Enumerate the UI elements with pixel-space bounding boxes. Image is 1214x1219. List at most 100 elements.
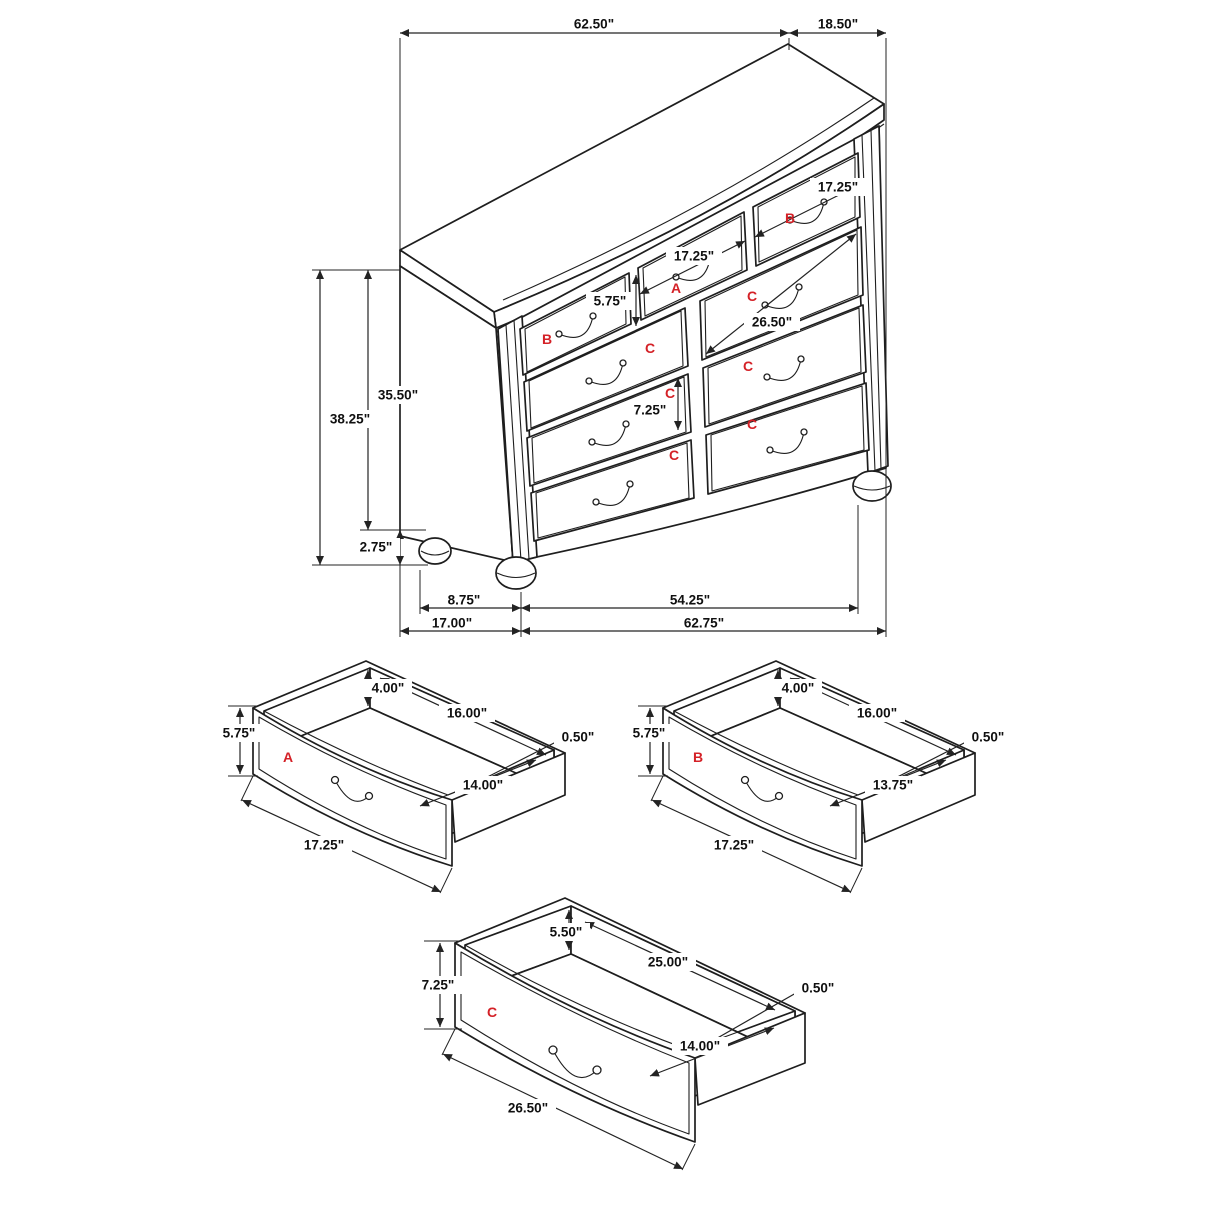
drawer-front-bead [528, 310, 684, 429]
dim-wall-thickness: 0.50" [972, 730, 1005, 745]
handle-rosette-icon [774, 791, 784, 801]
dim-top-width: 62.50" [574, 17, 614, 32]
dim-text-backdrop [215, 724, 263, 742]
dim-text-backdrop [455, 776, 511, 794]
dresser-back-left-foot [418, 537, 452, 565]
dim-front-height: 5.75" [633, 726, 666, 741]
dim-text-backdrop [542, 923, 590, 941]
drawer-front [530, 439, 695, 542]
drawer-type-label-b: B [693, 749, 703, 765]
dim-front-height: 7.25" [422, 978, 455, 993]
dim-wall-thickness: 0.50" [802, 981, 835, 996]
handle-rosette-icon [588, 438, 596, 446]
dim-text-backdrop [744, 313, 800, 331]
handle-rosette-icon [795, 283, 803, 291]
handle-rosette-icon [330, 775, 340, 785]
dim-text-backdrop [322, 410, 378, 428]
drawer-type-label-c: C [743, 358, 753, 374]
handle-rosette-icon [364, 791, 374, 801]
dim-wall-thickness: 0.50" [562, 730, 595, 745]
dim-overall-width: 62.75" [684, 616, 724, 631]
dresser-feet-turning-lines [420, 485, 891, 579]
dim-text-backdrop [586, 292, 634, 310]
extension-lines [424, 940, 696, 1171]
drawer-type-label-c: C [487, 1004, 497, 1020]
drawer-a-annotations: 4.00" 16.00" 5.75" 0.50" 14.00" 17.25" A [215, 670, 602, 894]
handle-rosette-icon [626, 480, 634, 488]
dresser-left-post-flutes [505, 319, 530, 562]
dim-text-backdrop [626, 401, 674, 419]
dim-bottom-depth: 17.00" [432, 616, 472, 631]
handle-rosette-icon [548, 1045, 558, 1055]
dim-top-depth: 18.50" [818, 17, 858, 32]
dim-text-backdrop [810, 178, 866, 196]
dim-text-backdrop [672, 1037, 728, 1055]
dim-front-width: 17.25" [304, 838, 344, 853]
drawer-type-label-c: C [669, 447, 679, 463]
dim-top-a-width: 17.25" [674, 249, 714, 264]
drawer-front-bead [531, 376, 687, 484]
dresser-drawer-row4-left-c [530, 439, 695, 542]
dim-base-span: 54.25" [670, 593, 710, 608]
dim-text-backdrop [364, 679, 412, 697]
handle-rosette-icon [592, 1065, 602, 1075]
handle-pull [595, 483, 631, 506]
dim-text-backdrop [640, 953, 696, 971]
drawer-b-annotations: 4.00" 16.00" 5.75" 0.50" 13.75" 17.25" B [625, 670, 1012, 894]
drawer-front [705, 382, 870, 495]
handle-pull [769, 431, 805, 454]
dim-line-large-drawer-width [705, 233, 857, 355]
dim-interior-width: 14.00" [463, 778, 503, 793]
handle-rosette-icon [800, 428, 808, 436]
extension-lines [638, 705, 863, 894]
dim-case-height: 35.50" [378, 388, 418, 403]
drawer-type-label-c: C [645, 340, 655, 356]
handle-pull [558, 315, 594, 338]
dim-text-backdrop [296, 836, 352, 854]
dresser-drawer-row4-right-c [705, 382, 870, 495]
dim-top-b-width: 17.25" [818, 180, 858, 195]
dresser-view: 62.50" 18.50" 38.25" 35.50" 2.75" 8.75" … [312, 17, 892, 637]
dim-text-backdrop [849, 704, 905, 722]
handle-rosette-icon [766, 446, 774, 454]
drawer-type-label-c: C [747, 288, 757, 304]
handle-rosette-icon [797, 355, 805, 363]
drawer-detail-c: 5.50" 25.00" 7.25" 0.50" 14.00" 26.50" C [414, 897, 842, 1171]
dim-small-drawer-height: 5.75" [594, 294, 627, 309]
dresser-top-molding-line [502, 97, 875, 301]
dim-text-backdrop [414, 976, 462, 994]
handle-rosette-icon [622, 420, 630, 428]
drawer-c-annotations: 5.50" 25.00" 7.25" 0.50" 14.00" 26.50" C [414, 910, 842, 1171]
handle-rosette-icon [740, 775, 750, 785]
dim-interior-height: 5.50" [550, 925, 583, 940]
dim-text-backdrop [370, 386, 426, 404]
dim-front-width: 17.25" [714, 838, 754, 853]
drawer-front-panel-bead [668, 716, 857, 860]
drawer-front-panel-bead [258, 716, 447, 860]
dim-interior-width: 13.75" [873, 778, 913, 793]
dim-interior-height: 4.00" [372, 681, 405, 696]
dresser-front-left-foot [495, 556, 537, 590]
drawer-type-label-c: C [665, 385, 675, 401]
dresser-annotations: 62.50" 18.50" 38.25" 35.50" 2.75" 8.75" … [312, 17, 887, 637]
dim-interior-width: 14.00" [680, 1039, 720, 1054]
drawer-detail-a: 4.00" 16.00" 5.75" 0.50" 14.00" 17.25" A [215, 660, 602, 894]
dim-total-height: 38.25" [330, 412, 370, 427]
handle-rosette-icon [619, 359, 627, 367]
dim-foot-inset: 8.75" [448, 593, 481, 608]
handle-rosette-icon [592, 498, 600, 506]
dim-text-backdrop [439, 704, 495, 722]
drawer-type-label-b: B [785, 210, 795, 226]
drawer-type-label-c: C [747, 416, 757, 432]
handle-rosette-icon [555, 330, 563, 338]
dim-text-backdrop [794, 979, 842, 997]
dim-large-drawer-height: 7.25" [634, 403, 667, 418]
handle-rosette-icon [585, 377, 593, 385]
handle-rosette-icon [763, 373, 771, 381]
drawer-type-label-a: A [283, 749, 293, 765]
dresser-front-right-foot [852, 470, 892, 502]
drawer-front [523, 307, 689, 432]
dim-large-drawer-width: 26.50" [752, 315, 792, 330]
